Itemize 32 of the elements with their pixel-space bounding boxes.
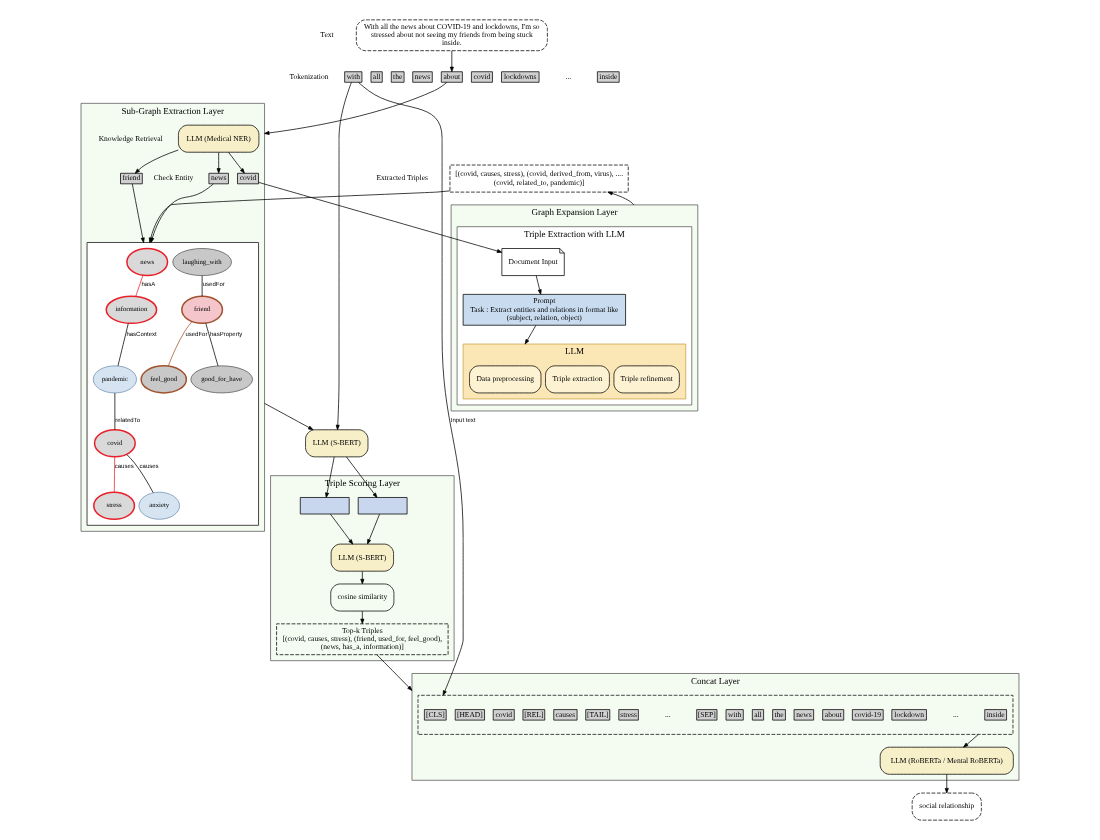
connector — [135, 275, 144, 297]
arrow — [535, 275, 542, 295]
arrow — [228, 152, 245, 174]
arrow — [367, 513, 380, 545]
connector — [117, 323, 129, 367]
arrow — [358, 82, 464, 696]
arrow — [524, 324, 537, 345]
arrow — [325, 456, 335, 498]
connector — [113, 456, 116, 493]
arrow — [346, 456, 378, 498]
arrow — [131, 183, 145, 243]
connector — [167, 321, 193, 367]
arrow — [330, 513, 354, 545]
arrow — [963, 734, 979, 748]
arrow — [264, 403, 314, 431]
arrow — [376, 654, 413, 691]
connector — [126, 454, 154, 493]
node-box — [299, 497, 350, 515]
arrow — [264, 82, 448, 135]
arrow — [607, 191, 635, 206]
arrow — [335, 82, 352, 431]
arrow — [944, 773, 949, 794]
cluster — [417, 694, 1014, 735]
arrow — [216, 152, 221, 174]
arrow — [134, 149, 179, 174]
node-box — [357, 497, 408, 515]
arrow — [360, 571, 365, 585]
arrow — [449, 50, 454, 72]
arrow — [360, 610, 365, 624]
connector — [205, 323, 219, 367]
cluster — [86, 242, 259, 526]
arrow — [258, 182, 503, 253]
